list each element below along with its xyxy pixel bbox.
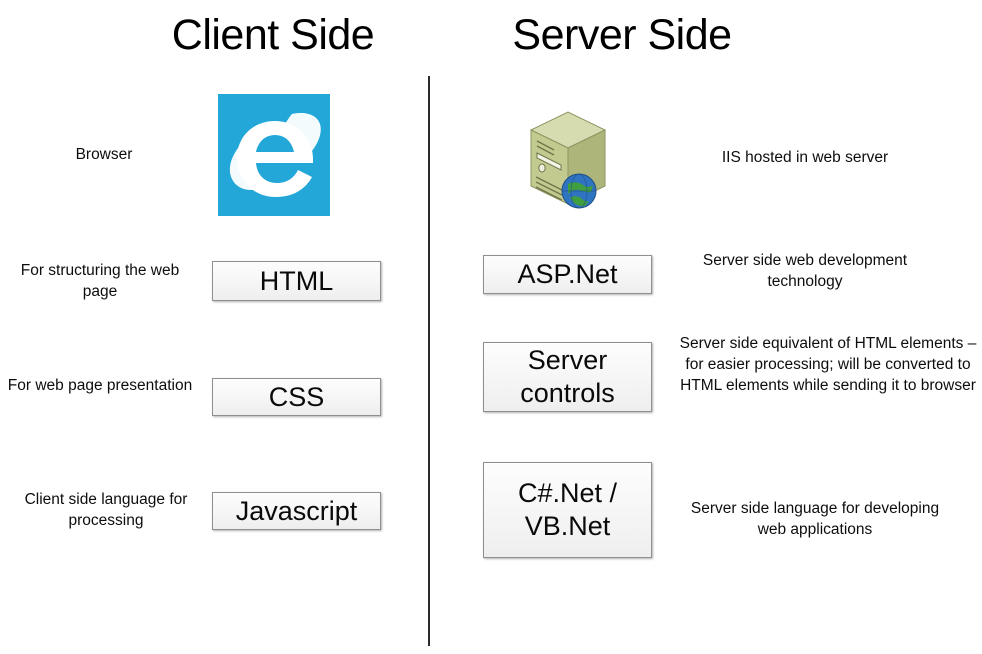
server-row-1-description: IIS hosted in web server — [721, 149, 889, 166]
client-box-javascript[interactable]: Javascript — [212, 492, 381, 530]
server-box-asp-net[interactable]: ASP.Net — [483, 255, 652, 294]
client-row-1-description: Browser — [75, 146, 133, 163]
server-row-2-description: Server side web development technology — [702, 252, 908, 290]
server-box-asp-net-label: ASP.Net — [517, 259, 618, 289]
client-box-css-label: CSS — [268, 381, 325, 412]
client-box-html-label: HTML — [259, 265, 334, 296]
client-box-javascript-label: Javascript — [235, 495, 358, 526]
client-row-4-description: Client side language for processing — [24, 491, 188, 529]
page-title-client-side: Client Side — [171, 11, 375, 59]
server-box-server-controls[interactable]: Server controls — [483, 342, 652, 412]
client-box-css[interactable]: CSS — [212, 378, 381, 416]
vertical-divider — [428, 76, 430, 646]
page-title-server-side: Server Side — [512, 11, 732, 59]
server-row-4-description: Server side language for developing web … — [690, 500, 940, 538]
server-box-csharp-vb-net-label: C#.Net / VB.Net — [517, 478, 618, 541]
web-server-icon — [521, 108, 613, 212]
client-row-3-description: For web page presentation — [7, 377, 193, 394]
server-box-csharp-vb-net[interactable]: C#.Net / VB.Net — [483, 462, 652, 558]
server-box-server-controls-label: Server controls — [520, 345, 615, 408]
client-row-2-description: For structuring the web page — [20, 262, 180, 300]
client-box-html[interactable]: HTML — [212, 261, 381, 301]
server-row-3-description: Server side equivalent of HTML elements … — [679, 335, 977, 394]
internet-explorer-icon — [218, 94, 330, 216]
